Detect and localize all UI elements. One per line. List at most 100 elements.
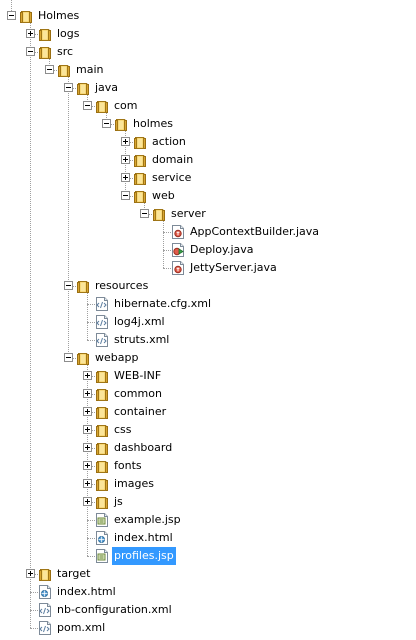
collapse-toggle[interactable] <box>121 191 130 200</box>
tree-node[interactable]: java <box>0 79 416 97</box>
tree-node[interactable]: src <box>0 43 416 61</box>
tree-node-label[interactable]: JettyServer.java <box>190 261 277 274</box>
tree-guide-branch <box>35 52 40 53</box>
tree-node-label[interactable]: common <box>114 387 162 400</box>
tree-node-label[interactable]: fonts <box>114 459 142 472</box>
tree-node-label[interactable]: webapp <box>95 351 139 364</box>
tree-node-label[interactable]: images <box>114 477 154 490</box>
tree-node[interactable]: service <box>0 169 416 187</box>
tree-node[interactable]: fonts <box>0 457 416 475</box>
tree-node-label[interactable]: log4j.xml <box>114 315 165 328</box>
expand-toggle[interactable] <box>121 155 130 164</box>
tree-node[interactable]: log4j.xml <box>0 313 416 331</box>
tree-node[interactable]: target <box>0 565 416 583</box>
tree-node[interactable]: Deploy.java <box>0 241 416 259</box>
expand-toggle[interactable] <box>83 479 92 488</box>
tree-node-label[interactable]: AppContextBuilder.java <box>190 225 320 238</box>
tree-node-label[interactable]: Holmes <box>38 9 80 22</box>
tree-node-label[interactable]: action <box>152 135 186 148</box>
collapse-toggle[interactable] <box>26 47 35 56</box>
tree-node[interactable]: main <box>0 61 416 79</box>
tree-node[interactable]: dashboard <box>0 439 416 457</box>
tree-node[interactable]: profiles.jsp <box>0 547 416 565</box>
tree-node-label[interactable]: index.html <box>57 585 116 598</box>
collapse-toggle[interactable] <box>7 11 16 20</box>
expand-toggle[interactable] <box>83 425 92 434</box>
expand-toggle[interactable] <box>26 29 35 38</box>
tree-node-label[interactable]: WEB-INF <box>114 369 162 382</box>
expand-toggle[interactable] <box>83 443 92 452</box>
tree-guide-branch <box>87 538 97 539</box>
tree-node[interactable]: index.html <box>0 583 416 601</box>
tree-node[interactable]: AppContextBuilder.java <box>0 223 416 241</box>
tree-node-label[interactable]: com <box>114 99 138 112</box>
expand-toggle[interactable] <box>83 407 92 416</box>
tree-node-label[interactable]: holmes <box>133 117 173 130</box>
tree-node[interactable]: web <box>0 187 416 205</box>
tree-node[interactable]: logs <box>0 25 416 43</box>
tree-node[interactable]: webapp <box>0 349 416 367</box>
tree-node[interactable]: nb-configuration.xml <box>0 601 416 619</box>
tree-node-label[interactable]: service <box>152 171 192 184</box>
tree-node[interactable]: css <box>0 421 416 439</box>
html-file-icon <box>94 530 110 546</box>
tree-node[interactable]: index.html <box>0 529 416 547</box>
tree-node-label[interactable]: nb-configuration.xml <box>57 603 172 616</box>
tree-node[interactable]: JettyServer.java <box>0 259 416 277</box>
expand-toggle[interactable] <box>83 389 92 398</box>
folder-icon <box>94 368 110 384</box>
collapse-toggle[interactable] <box>64 281 73 290</box>
tree-node[interactable]: holmes <box>0 115 416 133</box>
tree-node[interactable]: struts.xml <box>0 331 416 349</box>
tree-node-label[interactable]: pom.xml <box>57 621 106 634</box>
tree-node-label[interactable]: container <box>114 405 167 418</box>
collapse-toggle[interactable] <box>64 83 73 92</box>
tree-node-label[interactable]: hibernate.cfg.xml <box>114 297 212 310</box>
tree-node[interactable]: domain <box>0 151 416 169</box>
tree-node-label[interactable]: index.html <box>114 531 173 544</box>
tree-node-label[interactable]: logs <box>57 27 80 40</box>
collapse-toggle[interactable] <box>64 353 73 362</box>
collapse-toggle[interactable] <box>83 101 92 110</box>
collapse-toggle[interactable] <box>45 65 54 74</box>
tree-node-label[interactable]: main <box>76 63 104 76</box>
java-class-icon <box>170 224 186 240</box>
tree-node-label[interactable]: js <box>114 495 123 508</box>
tree-node[interactable]: example.jsp <box>0 511 416 529</box>
tree-node[interactable]: images <box>0 475 416 493</box>
tree-node[interactable]: hibernate.cfg.xml <box>0 295 416 313</box>
collapse-toggle[interactable] <box>140 209 149 218</box>
html-file-icon <box>37 584 53 600</box>
tree-node[interactable]: js <box>0 493 416 511</box>
expand-toggle[interactable] <box>83 461 92 470</box>
tree-node-label[interactable]: domain <box>152 153 194 166</box>
tree-node[interactable]: common <box>0 385 416 403</box>
tree-node-label[interactable]: struts.xml <box>114 333 170 346</box>
tree-node[interactable]: Holmes <box>0 7 416 25</box>
tree-node[interactable]: server <box>0 205 416 223</box>
tree-node-label[interactable]: Deploy.java <box>190 243 254 256</box>
tree-node[interactable]: com <box>0 97 416 115</box>
expand-toggle[interactable] <box>83 497 92 506</box>
tree-node[interactable]: pom.xml <box>0 619 416 637</box>
tree-node-label[interactable]: target <box>57 567 91 580</box>
expand-toggle[interactable] <box>121 173 130 182</box>
tree-node-label[interactable]: dashboard <box>114 441 173 454</box>
tree-node[interactable]: container <box>0 403 416 421</box>
tree-node[interactable]: action <box>0 133 416 151</box>
expand-toggle[interactable] <box>26 569 35 578</box>
tree-node-label[interactable]: resources <box>95 279 149 292</box>
tree-node-label[interactable]: java <box>95 81 119 94</box>
tree-node-label[interactable]: src <box>57 45 74 58</box>
expand-toggle[interactable] <box>121 137 130 146</box>
tree-node-label[interactable]: server <box>171 207 206 220</box>
collapse-toggle[interactable] <box>102 119 111 128</box>
expand-toggle[interactable] <box>83 371 92 380</box>
tree-node-label[interactable]: example.jsp <box>114 513 181 526</box>
tree-node-label[interactable]: profiles.jsp <box>112 547 176 565</box>
tree-node[interactable]: resources <box>0 277 416 295</box>
tree-node[interactable]: WEB-INF <box>0 367 416 385</box>
tree-node-label[interactable]: web <box>152 189 175 202</box>
tree-node-label[interactable]: css <box>114 423 132 436</box>
